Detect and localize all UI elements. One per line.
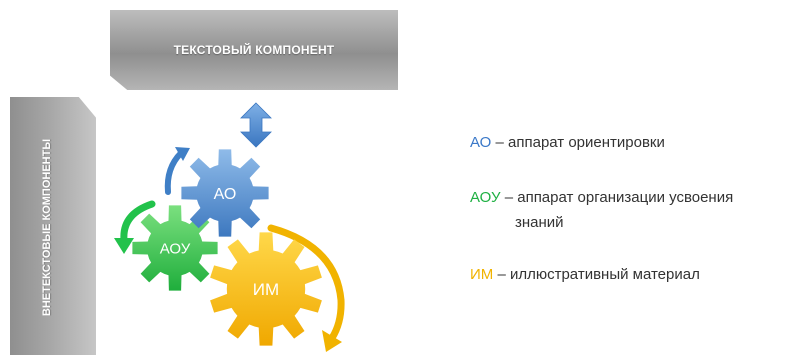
legend-aou-abbr: АОУ — [470, 189, 501, 206]
legend-aou: АОУ – аппарат организации усвоения — [470, 189, 733, 206]
gear-im-icon — [210, 232, 322, 346]
extratext-components-box — [10, 97, 96, 355]
gear-ao: АО — [181, 149, 269, 237]
gear-im-label: ИМ — [253, 280, 279, 299]
green-curved-arrow-icon — [114, 200, 156, 254]
gear-aou: АОУ — [132, 205, 218, 291]
legend-ao: АО – аппарат ориентировки — [470, 134, 665, 151]
text-component-label: ТЕКСТОВЫЙ КОМПОНЕНТ — [173, 43, 335, 57]
gear-aou-icon — [132, 205, 218, 291]
yellow-curved-arrow-icon — [267, 224, 345, 352]
legend-aou-text: – аппарат организации усвоения — [500, 189, 734, 206]
legend-im-abbr: ИМ — [470, 266, 494, 283]
text-component-box: ТЕКСТОВЫЙ КОМПОНЕНТ — [110, 10, 398, 90]
legend-ao-text: – аппарат ориентировки — [491, 134, 665, 151]
legend-im: ИМ – иллюстративный материал — [470, 266, 700, 283]
legend-ao-abbr: АО — [470, 134, 492, 151]
gear-ao-icon — [181, 149, 269, 237]
gear-ao-label: АО — [214, 186, 237, 203]
gear-im: ИМ — [210, 232, 322, 346]
legend-aou-continuation: знаний — [515, 214, 564, 231]
double-arrow-icon — [240, 102, 272, 148]
gear-aou-label: АОУ — [160, 240, 191, 257]
legend-im-text: – иллюстративный материал — [493, 266, 700, 283]
blue-curved-arrow-icon — [164, 147, 190, 195]
